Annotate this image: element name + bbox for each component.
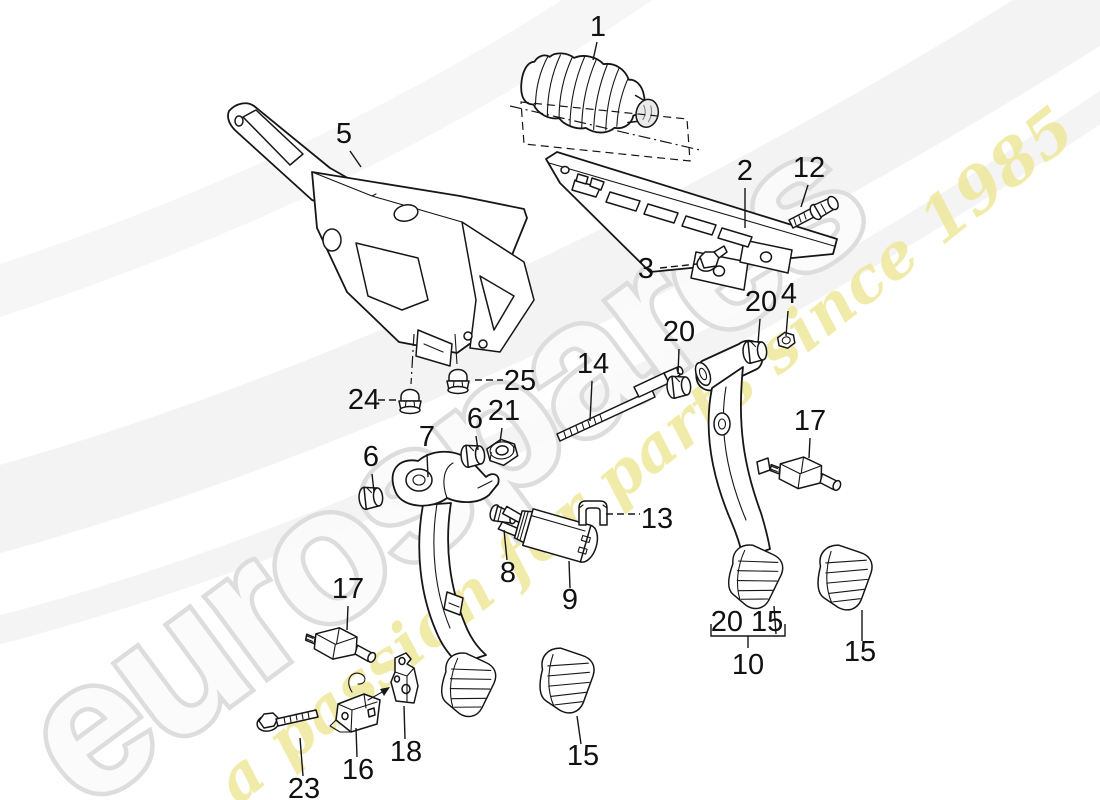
leader-bracket-to-25	[454, 333, 458, 365]
callout-leader-20	[677, 348, 680, 375]
callout-leader-6	[371, 473, 375, 493]
part-20-bushing-upper	[741, 338, 769, 365]
callout-leader-6	[475, 435, 479, 451]
callout-leader-4	[785, 310, 789, 337]
callout-label-24: 24	[348, 384, 380, 416]
callout-leader-23	[299, 737, 304, 777]
callout-label-18: 18	[390, 736, 422, 768]
callout-leader-1	[592, 41, 598, 61]
callout-layer: 1234566789121314151516171718202021232425…	[288, 11, 876, 800]
group-label-bottom: 10	[732, 649, 764, 681]
callout-label-17: 17	[794, 405, 826, 437]
part-15-pad-center	[536, 645, 597, 716]
part-12-bolt	[788, 195, 839, 229]
assembly-arrow	[367, 687, 390, 701]
part-10-brake-pedal	[694, 339, 788, 614]
group-label-top: 20 15	[711, 606, 784, 638]
callout-label-9: 9	[562, 584, 578, 616]
callout-label-25: 25	[504, 365, 536, 397]
callout-label-15: 15	[567, 740, 599, 772]
callout-leader-14	[589, 380, 593, 422]
callout-label-17: 17	[332, 573, 364, 605]
part-24-cap-nut	[398, 388, 422, 415]
dashed-mounting-box	[520, 101, 691, 162]
part-9-damper	[497, 505, 599, 563]
callout-label-20: 20	[663, 316, 695, 348]
part-17-switch-right	[767, 451, 846, 496]
part-18-bracket	[390, 652, 419, 704]
callout-label-8: 8	[500, 557, 516, 589]
part-1-boot	[520, 52, 660, 134]
callout-label-14: 14	[577, 348, 609, 380]
callout-label-13: 13	[641, 503, 673, 535]
callout-leader-17	[808, 437, 811, 459]
leader-bracket-to-24	[410, 333, 415, 385]
part-15-pad-right	[814, 542, 875, 613]
callout-leader-7	[426, 453, 429, 478]
watermark-swoosh-2	[0, 90, 1100, 645]
callout-leader-16	[355, 727, 358, 758]
callout-label-3: 3	[638, 253, 654, 285]
boot-centerline	[509, 105, 701, 151]
part-6-nut-left	[357, 484, 385, 511]
part-5-pedal-bracket	[227, 102, 535, 367]
part-20-bushing-left	[665, 373, 693, 400]
callout-leader-18	[403, 705, 406, 740]
callout-leader-15	[576, 715, 582, 745]
callout-leader-9	[568, 560, 571, 589]
callout-label-12: 12	[793, 152, 825, 184]
group-label-leader	[773, 605, 777, 635]
callout-label-5: 5	[336, 118, 352, 150]
callout-label-1: 1	[590, 11, 606, 43]
part-13-clip	[578, 500, 608, 526]
callout-label-15: 15	[844, 636, 876, 668]
callout-label-20: 20	[745, 286, 777, 318]
callout-label-23: 23	[288, 773, 320, 800]
callout-label-2: 2	[737, 155, 753, 187]
callout-leader-8	[503, 529, 508, 561]
callout-label-21: 21	[488, 395, 520, 427]
callout-leader-17	[346, 605, 349, 631]
part-6-nut-mid	[459, 442, 487, 469]
parts-layer	[227, 52, 875, 733]
callout-label-6: 6	[363, 441, 379, 473]
callout-leader-12	[800, 184, 809, 208]
callout-leader-5	[349, 150, 362, 168]
callout-leader-20	[757, 318, 761, 344]
callout-label-6: 6	[467, 403, 483, 435]
callout-label-4: 4	[781, 278, 797, 310]
callout-label-16: 16	[342, 754, 374, 786]
callout-leader-21	[499, 427, 503, 443]
callout-label-7: 7	[419, 421, 435, 453]
part-3-bolt	[696, 245, 728, 272]
part-23-bolt	[256, 709, 319, 732]
part-16-switch-bracket	[329, 672, 381, 733]
callout-leader-3	[659, 263, 698, 269]
part-25-cap-nut	[446, 368, 470, 395]
